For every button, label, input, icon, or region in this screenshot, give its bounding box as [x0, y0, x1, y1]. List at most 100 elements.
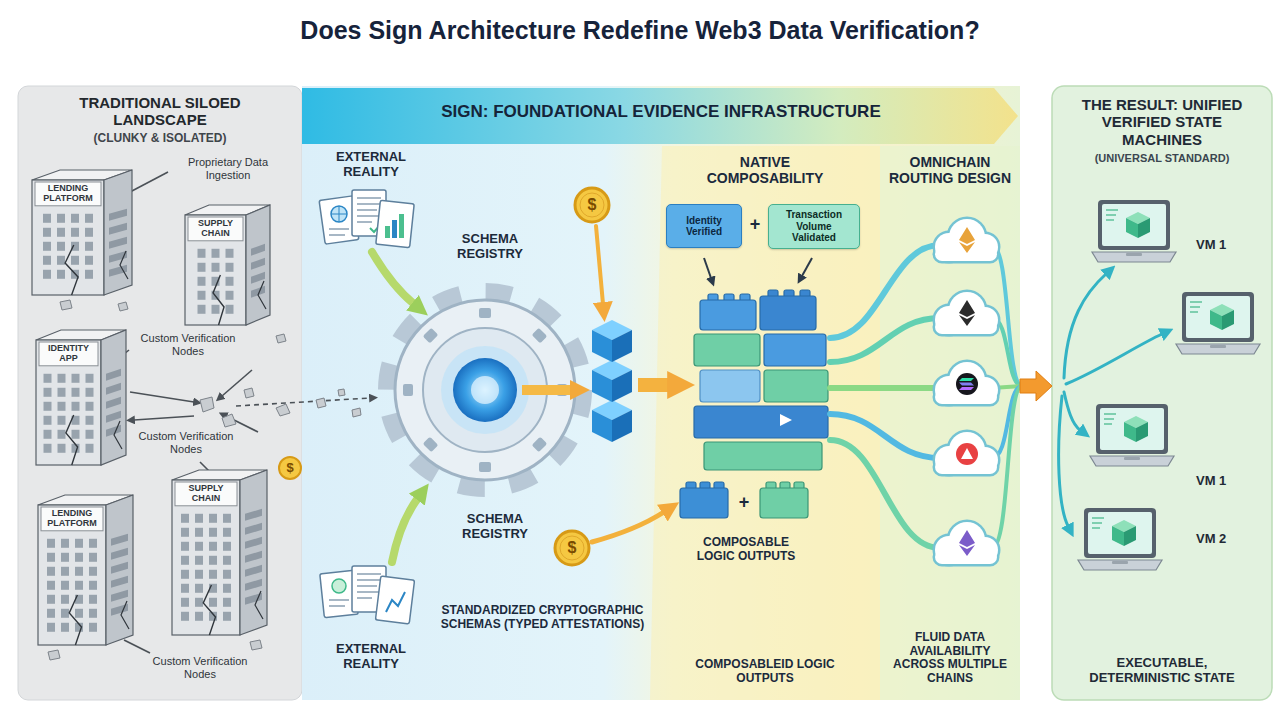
- schema-gear: [387, 292, 583, 488]
- document-icons: [331, 206, 347, 222]
- building-illustration: [65, 245, 78, 295]
- omnichain-routes: [830, 245, 940, 338]
- vm-laptops: [1059, 274, 1162, 526]
- schema-gear: [479, 462, 491, 472]
- silo-debris: [124, 640, 150, 653]
- building-illustration: [198, 305, 206, 314]
- building-illustration: [258, 281, 266, 309]
- building-illustration: [245, 509, 262, 521]
- building-illustration: [198, 291, 206, 300]
- attestation-cubes: [612, 410, 632, 442]
- omnichain-routes: [830, 414, 940, 458]
- building-illustration: [246, 205, 270, 325]
- building-illustration: [109, 265, 127, 277]
- building-illustration: [209, 542, 217, 551]
- building-illustration: [251, 272, 265, 284]
- chain-clouds: [935, 219, 998, 261]
- building-illustration: [121, 601, 129, 629]
- building-illustration: [188, 217, 243, 241]
- building-illustration: [75, 539, 83, 548]
- building-illustration: [85, 228, 93, 237]
- building-illustration: [85, 256, 93, 265]
- coin-icon: [560, 536, 584, 560]
- result-panel: THE RESULT: UNIFIED VERIFIED STATE MACHI…: [1052, 86, 1272, 700]
- coin-icon: [575, 188, 609, 222]
- document-icons: [375, 576, 414, 624]
- building-illustration: [69, 595, 81, 645]
- building-illustration: [61, 539, 69, 548]
- callout-label: Proprietary Data Ingestion: [168, 156, 288, 181]
- lego-stack: [680, 488, 728, 518]
- building-illustration: [85, 270, 93, 279]
- lego-stack: [700, 300, 756, 330]
- building-illustration: [86, 416, 94, 425]
- vm-label: VM 1: [1196, 474, 1246, 489]
- node-text: (CLUNKY & ISOLATED): [55, 132, 265, 146]
- region-fills: [302, 88, 1018, 144]
- building-illustration: [57, 270, 65, 279]
- omnichain-routes: [830, 385, 940, 391]
- building-illustration: [85, 214, 93, 223]
- building-illustration: [212, 263, 220, 272]
- building-illustration: [44, 444, 52, 453]
- building-illustration: [47, 623, 55, 632]
- currency-symbol: $: [562, 539, 582, 557]
- silo-debris: [48, 650, 60, 660]
- chain-clouds: [959, 383, 974, 386]
- chain-clouds: [935, 219, 998, 564]
- chain-clouds: [961, 448, 973, 459]
- lego-stack: [694, 334, 760, 366]
- coin-icon: [279, 457, 301, 479]
- callout-label: Custom Verification Nodes: [140, 655, 260, 680]
- schema-gear: [532, 328, 548, 344]
- building-illustration: [104, 170, 132, 295]
- omnichain-routes: [830, 440, 940, 548]
- building-illustration: [75, 609, 83, 618]
- building-illustration: [111, 590, 128, 602]
- callout-label: Custom Verification Nodes: [130, 430, 242, 455]
- building-illustration: [43, 214, 51, 223]
- building-illustration: [61, 609, 69, 618]
- node-heading: Identity Verified: [672, 215, 736, 238]
- building-illustration: [72, 430, 80, 439]
- building-node: IDENTITY APP: [36, 330, 126, 465]
- building-illustration: [240, 470, 267, 635]
- lego-stack: [802, 258, 812, 276]
- building-illustration: [57, 242, 65, 251]
- document-icons: [329, 600, 349, 606]
- lego-stack: [760, 488, 808, 518]
- building-illustration: [195, 542, 203, 551]
- building-illustration: [39, 342, 98, 366]
- building-illustration: [198, 277, 206, 286]
- vm-laptops: [1059, 396, 1068, 526]
- building-illustration: [109, 237, 127, 249]
- building-illustration: [203, 585, 215, 635]
- building-illustration: [47, 539, 55, 548]
- building-illustration: [44, 416, 52, 425]
- lego-stack: [764, 370, 828, 402]
- infrastructure-band: SIGN: FOUNDATIONAL EVIDENCE INFRASTRUCTU…: [302, 86, 1020, 700]
- building-illustration: [58, 402, 66, 411]
- silo-debris: [200, 397, 214, 412]
- region-fills: [1052, 86, 1272, 700]
- lego-stack: [704, 442, 822, 470]
- region-fills: [18, 86, 1272, 700]
- building-illustration: [35, 182, 101, 206]
- building-illustration: [195, 528, 203, 537]
- node-heading: Transaction Volume Validated: [774, 209, 854, 244]
- lego-stack: [680, 258, 828, 518]
- building-illustration: [57, 256, 65, 265]
- attestation-box: Identity Verified: [666, 204, 742, 248]
- building-illustration: [47, 581, 55, 590]
- building-illustration: [61, 595, 69, 604]
- lego-stack: [780, 414, 792, 426]
- region-fills: [650, 146, 880, 700]
- building-illustration: [198, 249, 206, 258]
- building-illustration: [86, 444, 94, 453]
- building-illustration: [58, 416, 66, 425]
- vm-label: VM 1: [1196, 238, 1246, 253]
- column-band: NATIVE COMPOSABILITYCOMPOSABLEID LOGIC O…: [650, 146, 880, 700]
- building-illustration: [58, 388, 66, 397]
- lego-stack: [704, 258, 711, 278]
- document-icons: [386, 592, 405, 612]
